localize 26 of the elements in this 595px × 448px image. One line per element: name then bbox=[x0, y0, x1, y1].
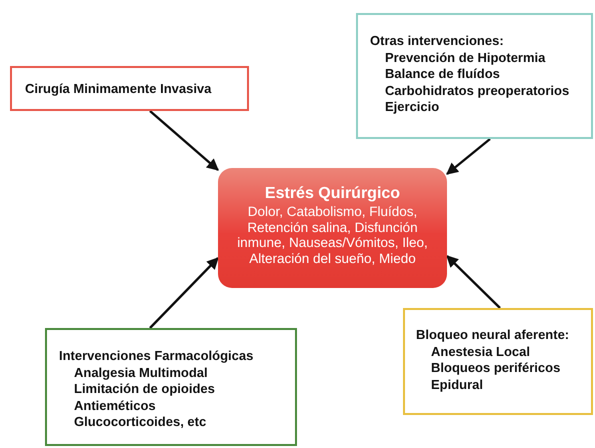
list-item: Glucocorticoides, etc bbox=[73, 414, 208, 430]
list-item: Ejercicio bbox=[384, 99, 440, 116]
intervention-box bbox=[403, 308, 593, 415]
intervention-box bbox=[356, 13, 593, 139]
arrow bbox=[446, 255, 501, 309]
list-item: Carbohidratos preoperatorios bbox=[384, 82, 570, 99]
list-item: Prevención de Hipotermia bbox=[384, 50, 546, 66]
arrow bbox=[149, 110, 219, 171]
list-item: Analgesia Multimodal bbox=[73, 364, 209, 381]
arrow bbox=[149, 257, 219, 329]
list-item: Antieméticos bbox=[73, 398, 157, 414]
intervention-box bbox=[45, 328, 297, 446]
box-heading: Intervenciones Farmacológicas bbox=[59, 348, 254, 364]
stress-box bbox=[218, 168, 447, 288]
box-description: Dolor, Catabolismo, Fluídos, Retención salina, Disfunción inmune, Nauseas/Vómitos, Ileo, Alteración del sueño, Miedo bbox=[236, 204, 429, 266]
box-label: Cirugía Minimamente Invasiva bbox=[25, 81, 212, 98]
box-heading: Otras intervenciones: bbox=[370, 33, 505, 50]
list-item: Limitación de opioides bbox=[73, 381, 216, 398]
arrow bbox=[446, 138, 491, 175]
list-item: Anestesia Local bbox=[430, 344, 531, 360]
list-item: Balance de fluídos bbox=[384, 66, 501, 82]
list-item: Bloqueos periféricos bbox=[430, 360, 562, 376]
list-item: Epidural bbox=[430, 376, 484, 393]
intervention-box bbox=[10, 66, 249, 111]
box-title: Estrés Quirúrgico bbox=[264, 184, 402, 204]
box-heading: Bloqueo neural aferente: bbox=[416, 327, 570, 344]
